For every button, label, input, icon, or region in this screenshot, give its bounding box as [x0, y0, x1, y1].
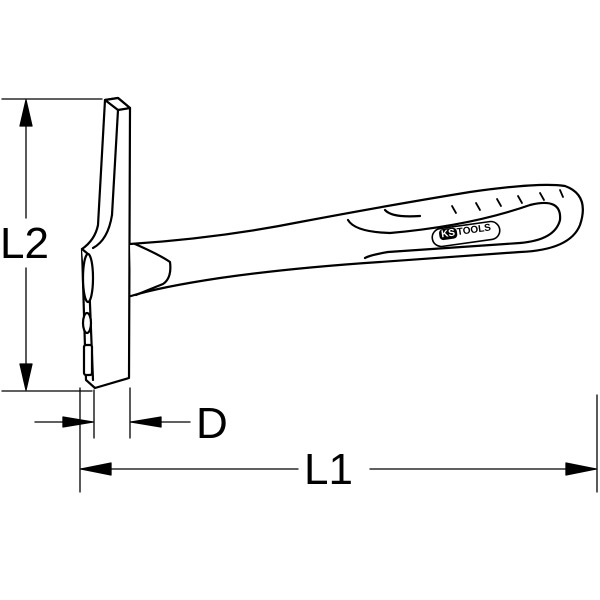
- l2-dimension: [1, 98, 103, 392]
- d-dimension: [34, 387, 191, 439]
- hammer-head: [80, 96, 132, 390]
- d-label: D: [196, 399, 228, 448]
- l2-label: L2: [0, 219, 49, 268]
- l1-label: L1: [304, 445, 353, 494]
- hammer-handle: [128, 183, 584, 298]
- grip-ribs: [451, 189, 564, 214]
- l1-dimension: [79, 387, 598, 493]
